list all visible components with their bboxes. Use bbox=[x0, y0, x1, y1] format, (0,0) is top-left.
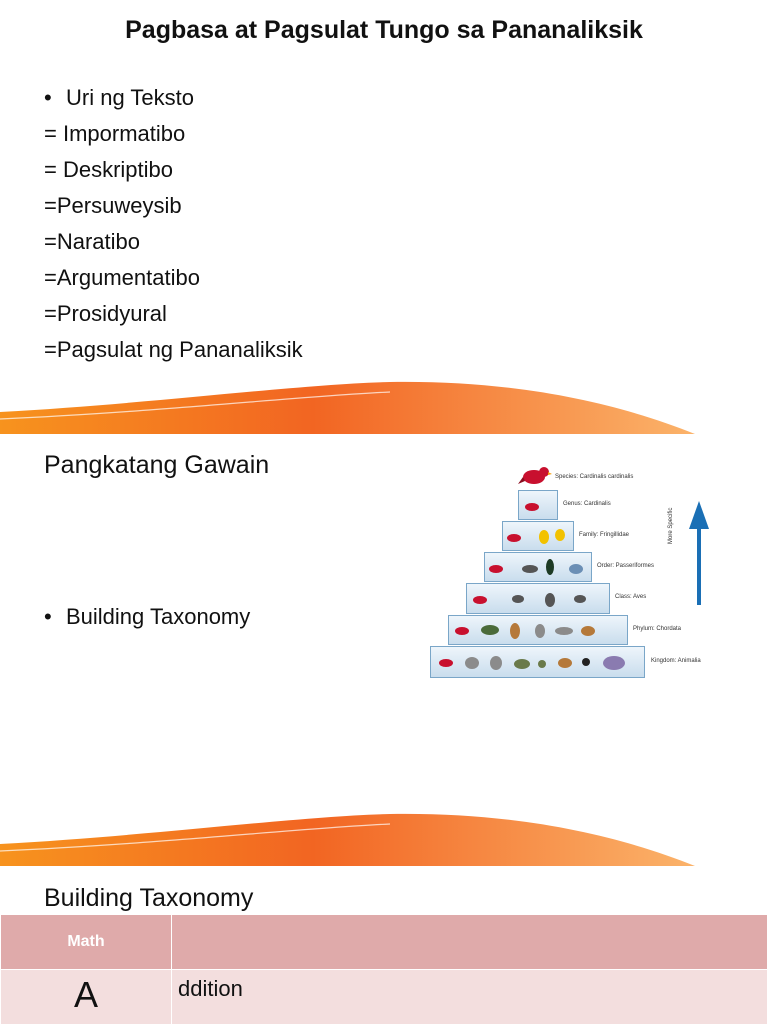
list-item: =Argumentatibo bbox=[44, 265, 200, 290]
table-cell-letter: A bbox=[0, 969, 172, 1024]
list-item: •Building Taxonomy bbox=[44, 604, 251, 629]
list-item: =Naratibo bbox=[44, 229, 141, 254]
animal-illustrations bbox=[439, 503, 625, 670]
species-label: Species: Cardinalis cardinalis bbox=[555, 474, 634, 480]
list-item: =Prosidyural bbox=[44, 301, 167, 326]
taxonomy-table: Math A ddition bbox=[0, 914, 768, 1024]
class-label: Class: Aves bbox=[615, 594, 647, 600]
table-header-row: Math bbox=[0, 914, 768, 970]
order-label: Order: Passeriformes bbox=[597, 563, 655, 569]
slide-1-title: Pagbasa at Pagsulat Tungo sa Pananaliksi… bbox=[125, 16, 643, 44]
list-item: =Persuweysib bbox=[44, 193, 182, 218]
table-header-cell: Math bbox=[0, 914, 172, 970]
text-types-list: •Uri ng Teksto = Impormatibo = Deskripti… bbox=[44, 80, 303, 368]
slide-1: Pagbasa at Pagsulat Tungo sa Pananaliksi… bbox=[0, 0, 768, 434]
kingdom-label: Kingdom: Animalia bbox=[651, 658, 701, 664]
slide-3-title: Building Taxonomy bbox=[44, 884, 254, 912]
slide-3: Building Taxonomy Math A ddition bbox=[0, 866, 768, 1024]
slide-2-title: Pangkatang Gawain bbox=[44, 451, 270, 479]
genus-label: Genus: Cardinalis bbox=[563, 501, 611, 507]
taxonomy-level-class bbox=[466, 583, 610, 614]
bullet-icon: • bbox=[44, 85, 52, 110]
list-item: •Uri ng Teksto bbox=[44, 80, 303, 116]
family-label: Family: Fringillidae bbox=[579, 532, 630, 538]
list-item: =Pagsulat ng Pananaliksik bbox=[44, 337, 303, 362]
cardinal-bird-icon bbox=[518, 467, 552, 484]
slide-2: Pangkatang Gawain •Building Taxonomy Spe… bbox=[0, 434, 768, 866]
taxonomy-pyramid-image: Species: Cardinalis cardinalis Genus: Ca… bbox=[430, 459, 730, 681]
orange-swoosh-decoration bbox=[0, 381, 695, 434]
phylum-label: Phylum: Chordata bbox=[633, 626, 682, 632]
list-item: = Impormatibo bbox=[44, 121, 186, 146]
bullet-icon: • bbox=[44, 604, 52, 629]
table-cell-text: ddition bbox=[171, 969, 768, 1024]
table-header-cell bbox=[171, 914, 768, 970]
table-row: A ddition bbox=[0, 969, 768, 1024]
up-arrow-icon bbox=[689, 501, 709, 605]
arrow-label: More Specific bbox=[668, 507, 674, 544]
taxonomy-level-genus bbox=[518, 490, 558, 520]
list-item: = Deskriptibo bbox=[44, 157, 174, 182]
orange-swoosh-decoration bbox=[0, 813, 695, 866]
